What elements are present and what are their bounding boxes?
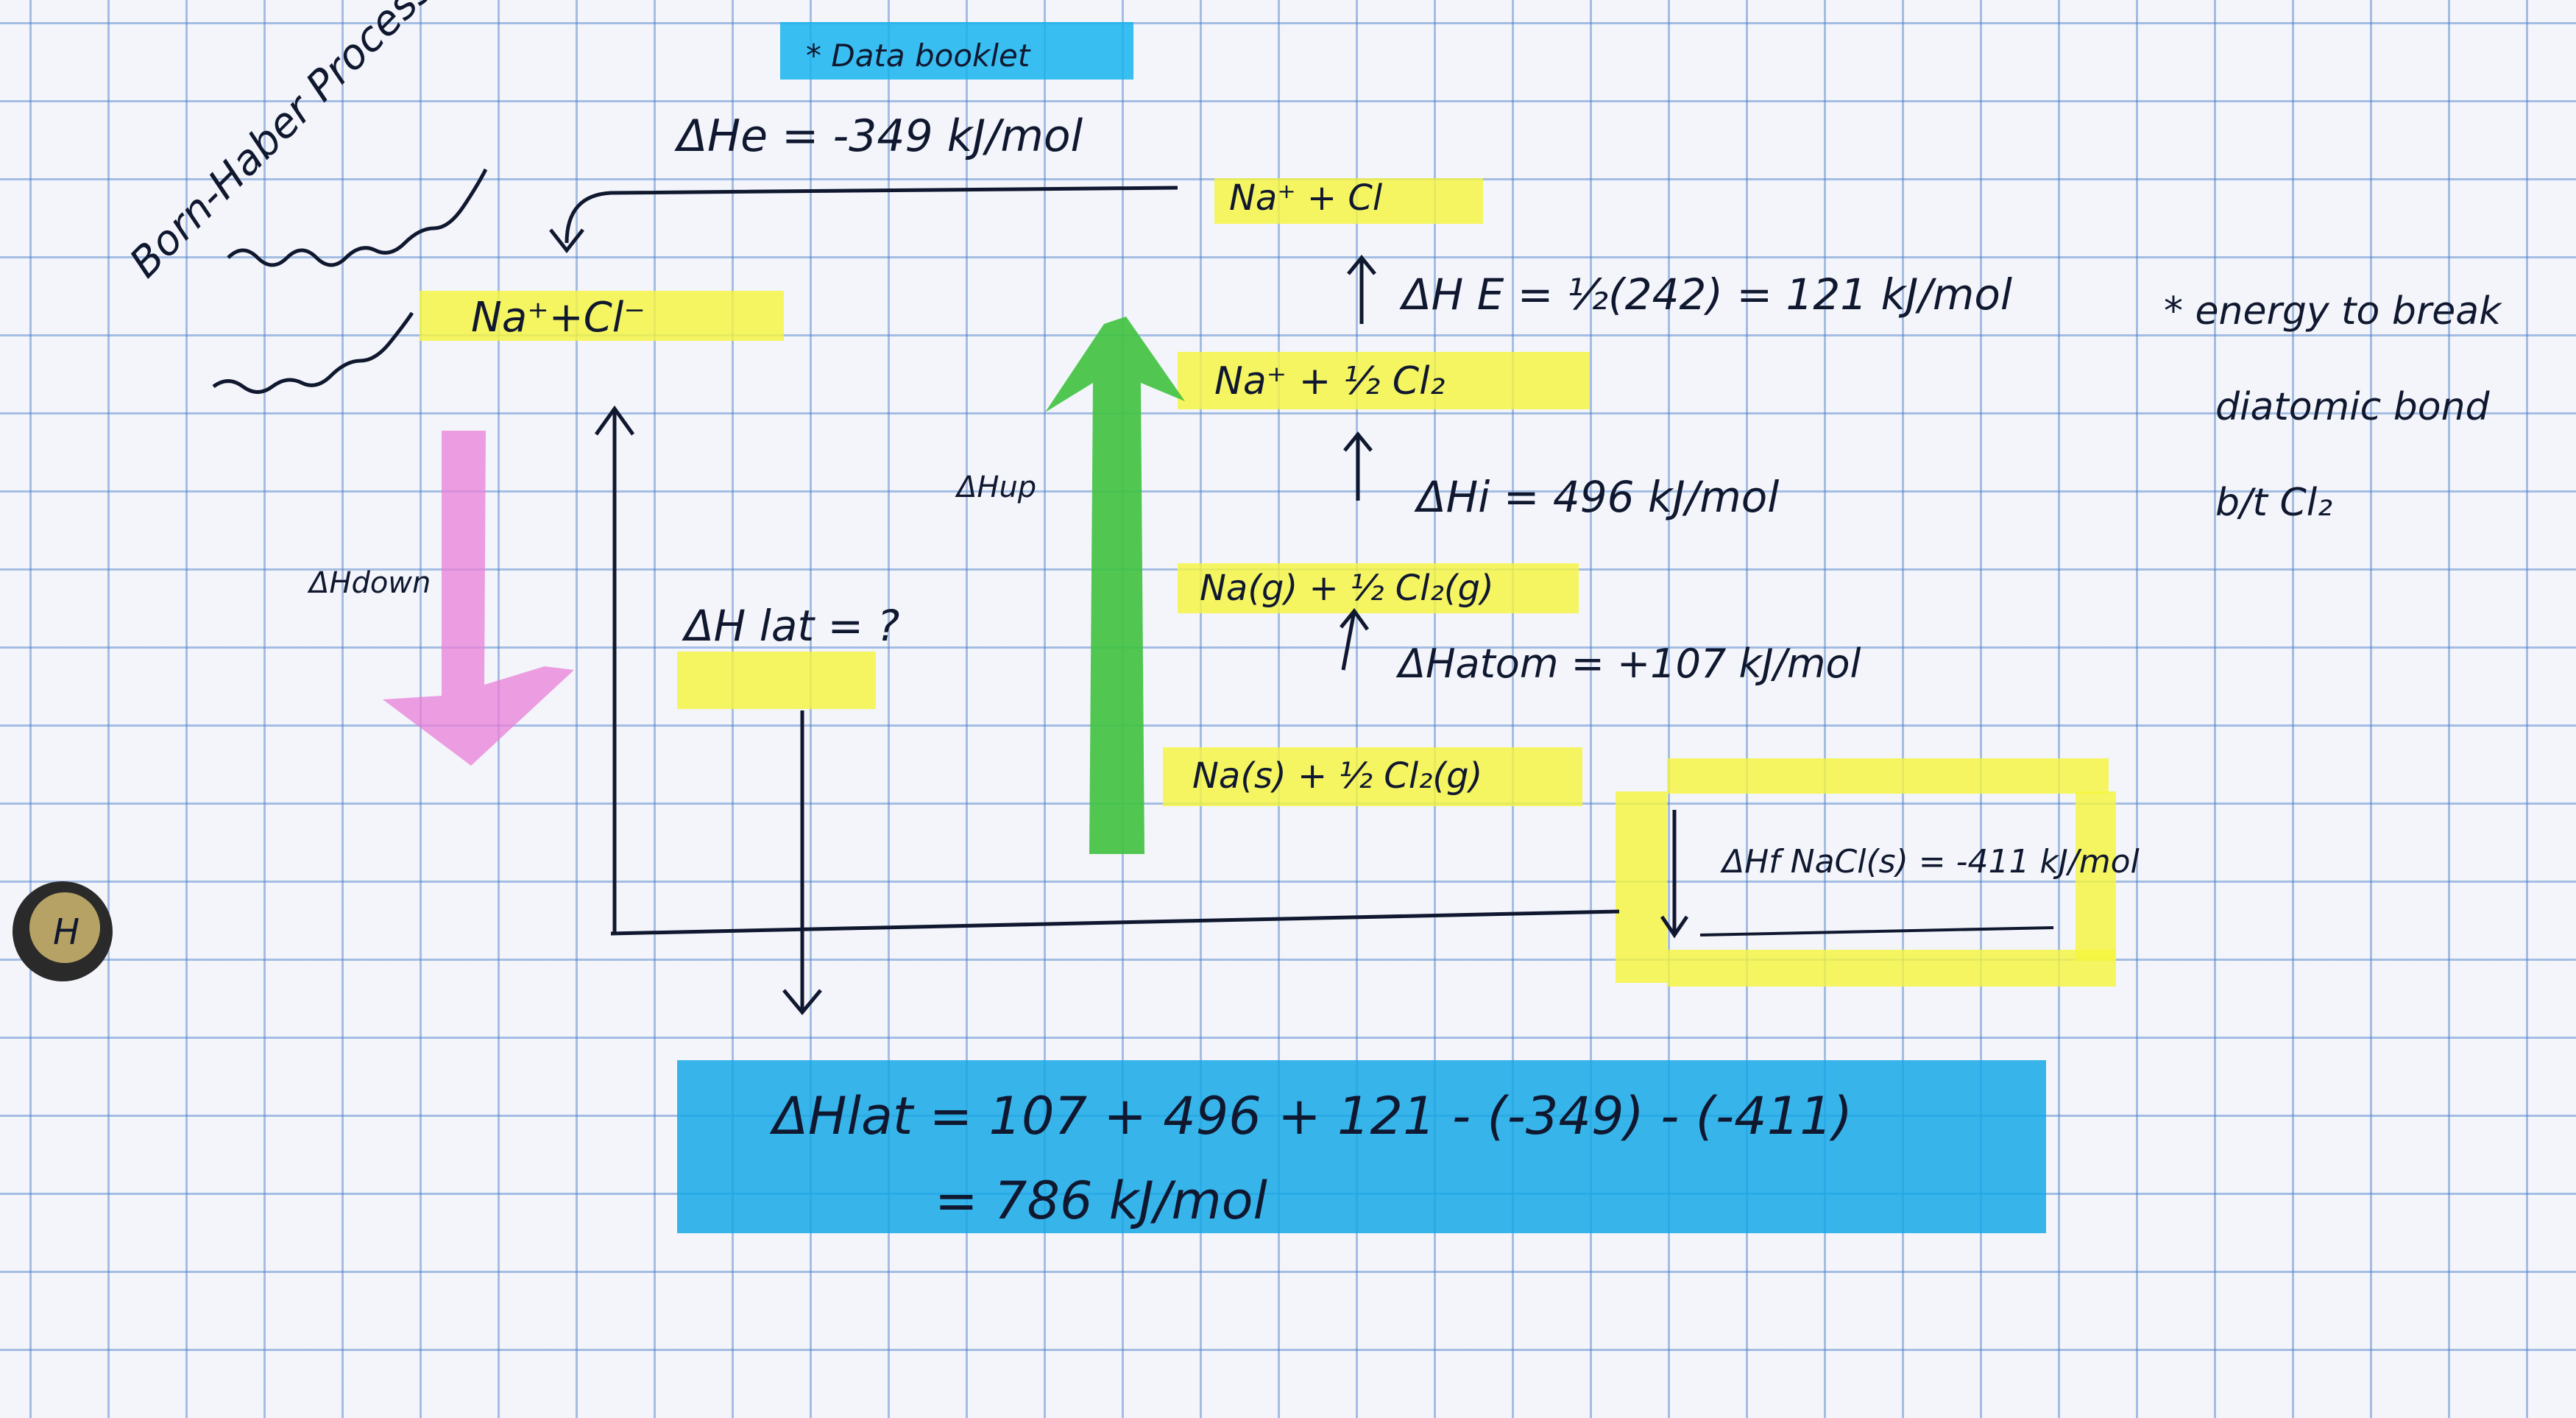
bond-energy-note-1: * energy to break [2164, 289, 2502, 334]
ions-gas-left: Na⁺+Cl⁻ [471, 294, 645, 342]
formation-box-left [1616, 791, 1667, 983]
ionization-arrowhead [1343, 431, 1373, 452]
electron-affinity-label: ΔHe = -349 kJ/mol [674, 110, 1083, 162]
calculation-line-2: = 786 kJ/mol [935, 1171, 1268, 1231]
lattice-arrowhead [782, 989, 822, 1015]
ionization-label: ΔHi = 496 kJ/mol [1414, 472, 1779, 522]
formation-underline [1699, 926, 2054, 936]
ion-half-cl2-label: Na⁺ + ½ Cl₂ [1214, 359, 1446, 403]
bond-energy-arrowhead [1347, 255, 1376, 275]
electron-affinity-arrowhead [549, 228, 584, 254]
title-squiggle-1 [227, 168, 488, 267]
down-arrow-label: ΔHdown [307, 566, 431, 600]
vertical-axis-head [594, 405, 635, 436]
gas-state-label: Na(g) + ½ Cl₂(g) [1200, 568, 1494, 609]
bond-energy-label: ΔH E = ½(242) = 121 kJ/mol [1399, 269, 2012, 320]
bond-energy-note-2: diatomic bond [2215, 385, 2491, 429]
lattice-label-highlight [677, 652, 876, 709]
ion-half-cl2-highlight [1178, 352, 1590, 409]
solid-state-highlight [1163, 747, 1582, 806]
data-booklet-note: * Data booklet [806, 38, 1031, 74]
atomization-arrowhead [1340, 607, 1370, 631]
horizontal-axis [610, 909, 1620, 936]
ions-left-highlight [420, 291, 784, 341]
ions-top-highlight [1214, 178, 1483, 224]
binder-hole-inner [29, 892, 100, 963]
ions-gas-top: Na⁺ + Cl [1229, 177, 1383, 219]
binder-hole-letter: H [53, 911, 79, 953]
atomization-label: ΔHatom = +107 kJ/mol [1395, 641, 1861, 687]
formation-label: ΔHf NaCl(s) = -411 kJ/mol [1720, 843, 2140, 881]
solid-state-label: Na(s) + ½ Cl₂(g) [1192, 755, 1482, 797]
lattice-label: ΔH lat = ? [682, 601, 899, 651]
title-squiggle-2 [212, 311, 414, 394]
page-title: Born-Haber Process [121, 0, 442, 287]
calculation-line-1: ΔHlat = 107 + 496 + 121 - (-349) - (-411… [769, 1086, 1853, 1146]
bond-energy-note-3: b/t Cl₂ [2215, 481, 2332, 525]
gas-state-highlight [1178, 563, 1579, 613]
formation-box-bottom [1667, 950, 2116, 987]
formation-box-top [1667, 758, 2109, 794]
data-booklet-highlight [780, 22, 1133, 80]
calculation-highlight [677, 1060, 2046, 1233]
formation-arrowhead [1660, 915, 1689, 939]
atomization-arrow [1341, 610, 1356, 671]
pink-down-arrow [383, 431, 574, 766]
formation-box-right [2076, 791, 2116, 961]
electron-affinity-arrow [565, 186, 1178, 244]
green-up-arrow [1045, 317, 1185, 854]
up-arrow-label: ΔHup [955, 470, 1036, 504]
